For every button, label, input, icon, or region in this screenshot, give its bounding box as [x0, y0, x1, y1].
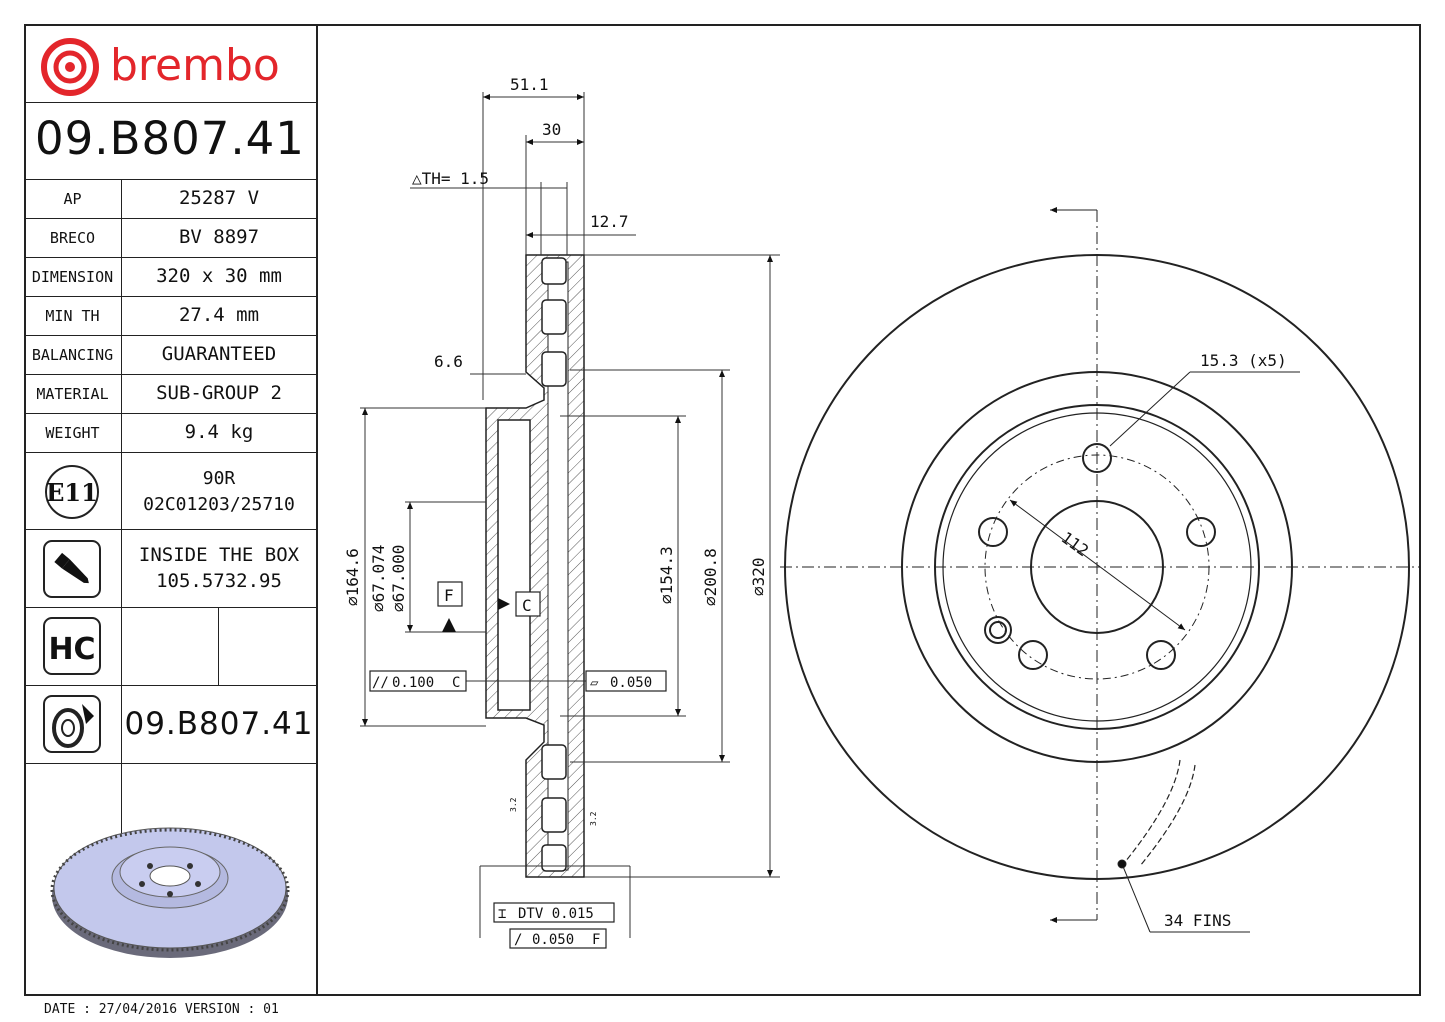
dim-fins: 34 FINS [1164, 911, 1231, 930]
spec-value-4: GUARANTEED [161, 343, 277, 365]
spec-value-1: BV 8897 [178, 226, 260, 248]
spec-label-5: MATERIAL [36, 385, 109, 403]
svg-text:HC: HC [48, 632, 95, 667]
dim-th: △TH= 1.5 [412, 169, 489, 188]
tol-flat: 0.050 [610, 675, 652, 691]
dim-200: ⌀200.8 [701, 548, 720, 606]
part-number: 09.B807.41 [35, 112, 305, 165]
spec-sidebar: brembo 09.B807.41 E11 90R 02C01203/25710… [24, 24, 318, 996]
datum-f: F [444, 586, 454, 605]
spec-value-2: 320 x 30 mm [156, 265, 282, 287]
svg-text:/: / [514, 932, 522, 948]
footer-date-version: DATE : 27/04/2016 VERSION : 01 [44, 1002, 279, 1017]
tol-parallel-ref: C [452, 675, 460, 691]
spec-label-0: AP [63, 190, 82, 208]
approval-line-2: 02C01203/25710 [143, 494, 295, 515]
screw-icon [43, 540, 101, 598]
dim-320: ⌀320 [749, 557, 768, 596]
dim-small-a: 3.2 [509, 797, 518, 812]
dim-67074: ⌀67.074 [369, 545, 388, 612]
approval-line-1: 90R [202, 468, 236, 489]
tol-runout-ref: F [592, 932, 600, 948]
dim-154: ⌀154.3 [657, 546, 676, 604]
dim-bolt-hole: 15.3 (x5) [1200, 351, 1287, 370]
brand-name: brembo [110, 40, 280, 91]
brembo-logo: brembo [41, 38, 280, 96]
disc-kit-icon [43, 695, 101, 753]
dim-small-b: 3.2 [589, 811, 598, 826]
spec-label-4: BALANCING [31, 346, 114, 364]
cross-section [485, 254, 585, 878]
dim-67000: ⌀67.000 [389, 545, 408, 612]
spec-value-6: 9.4 kg [184, 421, 254, 443]
screws-line-2: 105.5732.95 [156, 570, 282, 592]
brembo-mark-icon [41, 38, 99, 96]
hc-badge: HC [43, 617, 101, 675]
drawing-frame [24, 24, 1421, 996]
spec-label-3: MIN TH [45, 307, 100, 325]
dim-thickness: 30 [542, 120, 561, 139]
e11-badge: E11 [45, 465, 99, 519]
spec-value-3: 27.4 mm [178, 304, 260, 326]
svg-text://: // [372, 675, 389, 691]
dim-hat-wall: 6.6 [434, 352, 463, 371]
tol-dtv: DTV 0.015 [518, 906, 594, 922]
dim-friction: 12.7 [590, 212, 629, 231]
spec-value-5: SUB-GROUP 2 [156, 382, 282, 404]
dim-total-width: 51.1 [510, 75, 549, 94]
svg-text:E11: E11 [46, 478, 98, 507]
datum-c: C [522, 596, 532, 615]
screws-line-1: INSIDE THE BOX [138, 544, 300, 566]
spec-label-6: WEIGHT [45, 424, 100, 442]
spec-label-1: BRECO [49, 229, 96, 247]
spec-value-0: 25287 V [178, 187, 260, 209]
dim-pcd: 112 [1058, 528, 1093, 560]
tol-parallel: 0.100 [392, 675, 434, 691]
dimension-labels: 51.1 30 △TH= 1.5 12.7 6.6 ⌀164.6 ⌀67.074… [343, 75, 1287, 948]
disc-render [50, 827, 290, 958]
front-view [780, 207, 1420, 933]
tol-runout: 0.050 [532, 932, 574, 948]
kit-part-number: 09.B807.41 [124, 706, 314, 742]
spec-label-2: DIMENSION [31, 268, 114, 286]
dim-164: ⌀164.6 [343, 548, 362, 606]
svg-text:⌶: ⌶ [498, 906, 506, 922]
svg-text:▱: ▱ [590, 675, 599, 691]
